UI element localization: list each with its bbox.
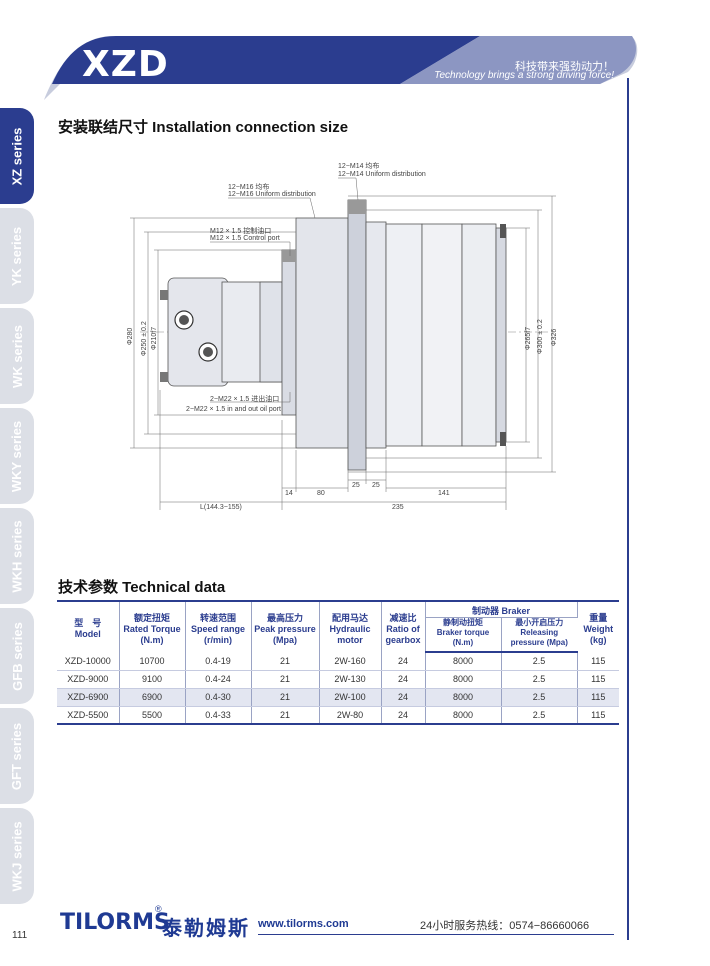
sidebar-item-gfb[interactable]: GFB series: [0, 608, 34, 704]
label-d210: Φ210f7: [151, 327, 158, 350]
slogan-cn: 科技带来强劲动力！: [515, 61, 614, 73]
sidebar-item-label: YK series: [9, 226, 25, 286]
brand-logo-cn: 泰勒姆斯: [162, 918, 250, 940]
page-number: 111: [12, 930, 28, 941]
website-link[interactable]: www.tilorms.com: [258, 918, 349, 930]
label-m14-cn: 12−M14 均布: [338, 161, 379, 170]
label-w80: 80: [317, 490, 325, 497]
label-d300: Φ300 ± 0.2: [537, 319, 544, 354]
sidebar-item-label: XZ series: [9, 127, 25, 185]
label-m14-en: 12−M14 Uniform distribution: [338, 171, 426, 178]
sidebar-item-label: WKY series: [9, 420, 25, 492]
right-divider: [627, 78, 629, 940]
installation-title: 安装联结尺寸 Installation connection size: [58, 119, 349, 136]
page-header: XZD 科技带来强劲动力！ Technology brings a strong…: [0, 0, 710, 100]
header-band: [44, 36, 638, 100]
label-m16-en: 12−M16 Uniform distribution: [228, 191, 316, 198]
sidebar-item-label: GFT series: [9, 722, 25, 790]
sidebar-item-wk[interactable]: WK series: [0, 308, 34, 404]
series-sidebar: XZ series YK series WK series WKY series…: [0, 108, 36, 908]
label-ctrl-en: M12 × 1.5 Control port: [210, 235, 280, 242]
label-w25a: 25: [352, 482, 360, 489]
slogan-en: Technology brings a strong driving force…: [434, 70, 614, 81]
label-d280: Φ280: [127, 328, 134, 345]
sidebar-item-xz[interactable]: XZ series: [0, 108, 34, 204]
label-d250: Φ250 ± 0.2: [141, 321, 148, 356]
sidebar-item-wkh[interactable]: WKH series: [0, 508, 34, 604]
sidebar-item-label: WKJ series: [9, 820, 25, 892]
label-m16-cn: 12−M16 均布: [228, 182, 269, 191]
label-w141: 141: [438, 490, 450, 497]
footer-divider: [258, 934, 614, 935]
sidebar-item-yk[interactable]: YK series: [0, 208, 34, 304]
brand-logo: TILORMS: [60, 910, 170, 935]
registered-mark: ®: [155, 904, 162, 914]
sidebar-item-gft[interactable]: GFT series: [0, 708, 34, 804]
sidebar-item-label: WK series: [9, 324, 25, 388]
col-braker: 制动器 Braker: [425, 600, 578, 618]
sidebar-item-wky[interactable]: WKY series: [0, 408, 34, 504]
installation-drawing: 12−M14 均布 12−M14 Uniform distribution 12…: [127, 161, 558, 511]
sidebar-item-wkj[interactable]: WKJ series: [0, 808, 34, 904]
label-l: L(144.3−155): [200, 504, 242, 511]
sidebar-item-label: GFB series: [9, 621, 25, 691]
label-w25b: 25: [372, 482, 380, 489]
series-title: XZD: [82, 44, 169, 85]
sidebar-item-label: WKH series: [9, 519, 25, 593]
technical-title: 技术参数 Technical data: [58, 579, 226, 596]
label-w14: 14: [285, 490, 293, 497]
label-oil-cn: 2−M22 × 1.5 进出油口: [210, 394, 279, 403]
label-d326: Φ326: [551, 329, 558, 346]
label-w235: 235: [392, 504, 404, 511]
service-hotline: 24小时服务热线：0574−86660066: [420, 920, 590, 932]
label-d265: Φ265f7: [525, 327, 532, 350]
label-ctrl-cn: M12 × 1.5 控制油口: [210, 226, 271, 235]
label-oil-en: 2−M22 × 1.5 in and out oil port: [186, 406, 281, 413]
